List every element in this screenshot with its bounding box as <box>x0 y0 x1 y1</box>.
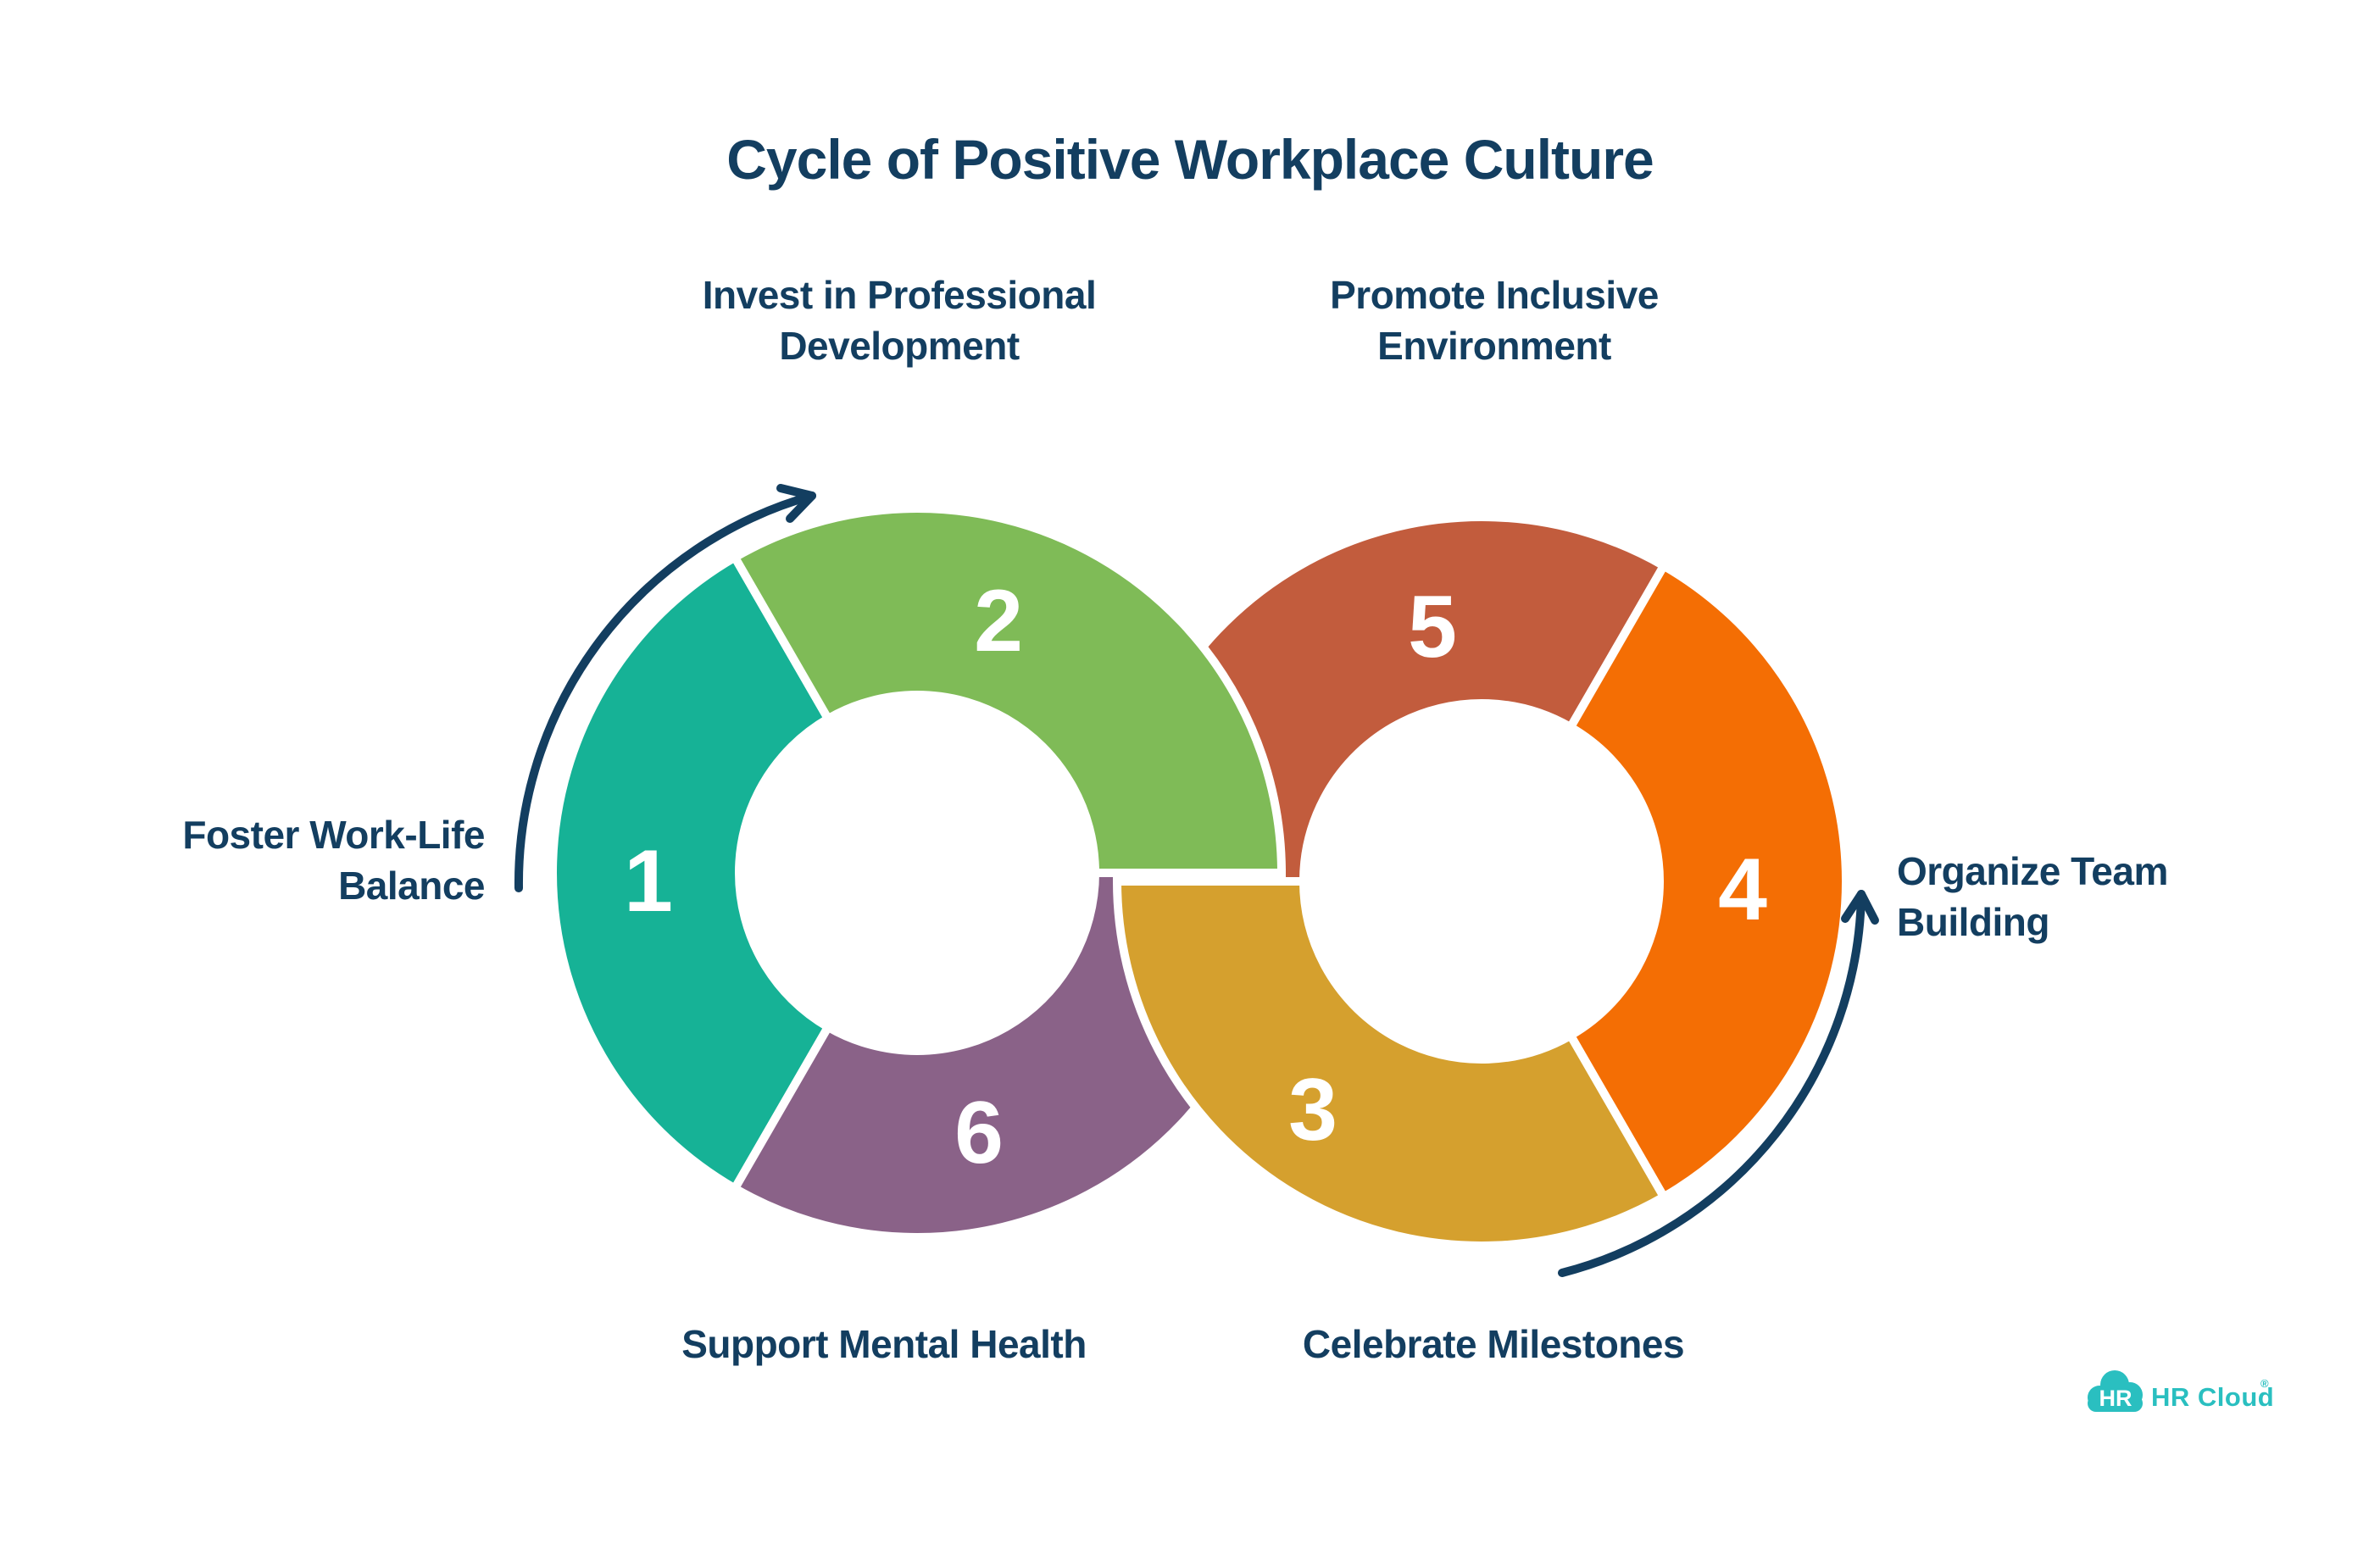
label-line: Foster Work-Life <box>182 813 485 857</box>
label-line: Balance <box>338 864 485 908</box>
segment-6-number: 6 <box>954 1084 1004 1182</box>
registered-mark: ® <box>2260 1377 2269 1390</box>
label-line: Promote Inclusive <box>1330 273 1659 317</box>
label-celebrate-milestones: Celebrate Milestones <box>1154 1319 1832 1369</box>
label-line: Building <box>1897 900 2049 944</box>
cycle-arrow-right-head <box>1841 890 1879 925</box>
segment-1-number: 1 <box>624 832 673 930</box>
label-organize-team-building: Organize Team Building <box>1897 846 2355 947</box>
page-title: Cycle of Positive Workplace Culture <box>726 128 1654 191</box>
cycle-arrow-right <box>1558 890 1879 1277</box>
label-line: Support Mental Health <box>681 1322 1087 1366</box>
segment-3 <box>1112 877 1670 1250</box>
label-line: Development <box>779 324 1020 368</box>
cycle-arrow-left <box>514 484 816 892</box>
segment-4 <box>1565 559 1850 1203</box>
label-invest-in-professional-development: Invest in Professional Development <box>560 269 1238 371</box>
label-foster-work-life-balance: Foster Work-Life Balance <box>10 809 485 911</box>
segment-5-number: 5 <box>1408 578 1457 676</box>
cloud-icon-hr-text: HR <box>2099 1386 2133 1411</box>
cycle-arrow-left-head <box>776 484 816 523</box>
segment-1 <box>548 551 834 1195</box>
label-line: Celebrate Milestones <box>1302 1322 1685 1366</box>
label-promote-inclusive-environment: Promote Inclusive Environment <box>1155 269 1833 371</box>
cycle-arrow-right-shaft <box>1558 890 1866 1277</box>
label-line: Invest in Professional <box>702 273 1097 317</box>
segment-numbers: 5 4 1 2 6 3 <box>624 572 1767 1182</box>
cycle-arrow-left-shaft <box>514 492 816 892</box>
logo-wordmark: HR Cloud <box>2151 1382 2274 1412</box>
label-line: Organize Team <box>1897 849 2168 893</box>
segment-4-number: 4 <box>1718 841 1767 939</box>
label-line: Environment <box>1377 324 1611 368</box>
segment-2-number: 2 <box>974 572 1023 670</box>
segment-2 <box>729 504 1287 877</box>
label-support-mental-health: Support Mental Health <box>545 1319 1223 1369</box>
cloud-icon: HR <box>2088 1370 2143 1412</box>
segment-3-number: 3 <box>1288 1061 1337 1159</box>
ring-segments <box>548 504 1850 1250</box>
hr-cloud-logo: HR HR Cloud ® <box>2088 1370 2274 1412</box>
